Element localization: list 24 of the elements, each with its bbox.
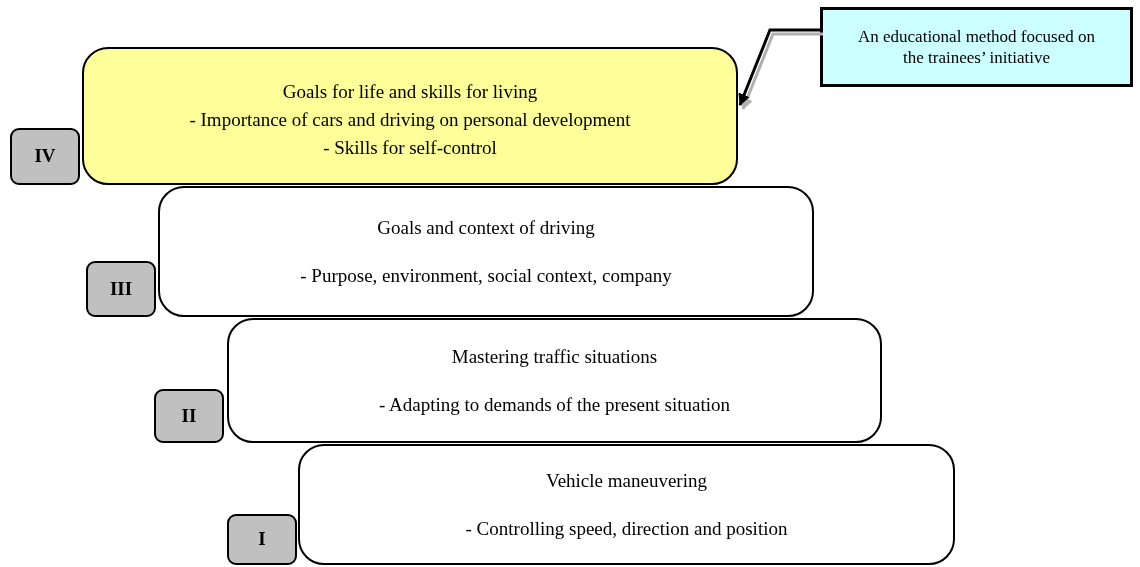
roman-numeral: III	[109, 276, 133, 301]
roman-numeral: IV	[34, 144, 56, 169]
callout-box	[820, 7, 1133, 87]
level-box	[158, 186, 814, 317]
bullet-text: - Importance of cars and driving on personal development	[189, 108, 631, 132]
bullet-text: - Controlling speed, direction and position	[465, 516, 788, 541]
level-heading: Goals for life and skills for living	[282, 80, 538, 104]
roman-numeral: I	[258, 527, 266, 552]
bullet-text: - Purpose, environment, social context, company	[300, 263, 672, 288]
level-heading: An educational method focused on the trainees’ initiative	[857, 26, 1096, 68]
level-number-badge	[10, 128, 80, 185]
bullet-text: - Adapting to demands of the present situation	[379, 392, 730, 417]
level-heading: Mastering traffic situations	[451, 344, 658, 369]
level-heading: Goals and context of driving	[377, 215, 595, 240]
callout-arrow	[738, 28, 820, 106]
level-box	[298, 444, 955, 565]
level-number-badge	[227, 514, 297, 565]
level-box	[227, 318, 882, 443]
level-box	[82, 47, 738, 185]
level-number-badge	[86, 261, 156, 317]
level-number-badge	[154, 389, 224, 443]
level-heading: Vehicle maneuvering	[546, 468, 707, 493]
bullet-text: - Skills for self-control	[323, 136, 497, 160]
roman-numeral: II	[181, 403, 197, 428]
